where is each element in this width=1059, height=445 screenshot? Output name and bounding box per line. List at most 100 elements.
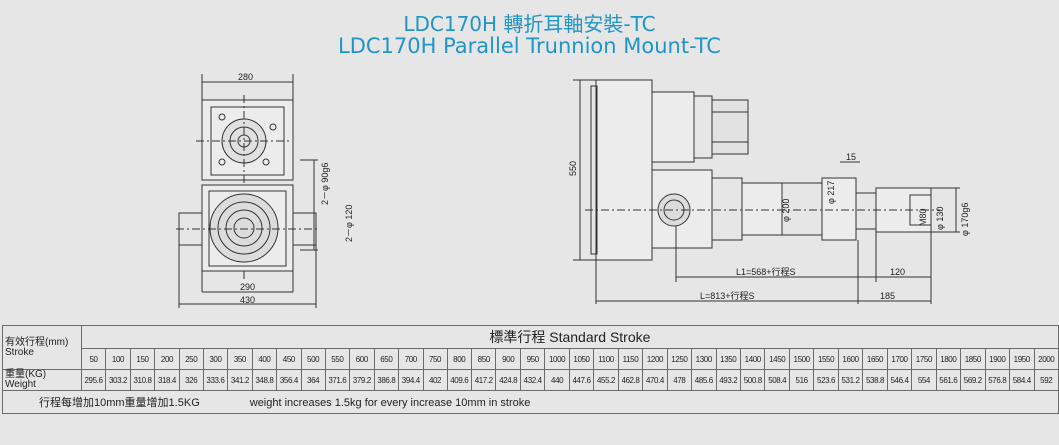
stroke-cell: 500: [300, 348, 326, 370]
weight-cell: 592: [1033, 369, 1059, 391]
dim-120: 2－φ 120: [344, 205, 354, 242]
stroke-cell: 1250: [666, 348, 693, 370]
stroke-cell: 950: [519, 348, 546, 370]
stroke-cell: 50: [80, 348, 107, 370]
weight-cell: 478: [666, 369, 693, 391]
weight-cell: 523.6: [813, 369, 839, 391]
weight-cell: 432.4: [519, 369, 546, 391]
stroke-cell: 300: [202, 348, 229, 370]
weight-cell: 538.8: [862, 369, 888, 391]
stroke-cell: 1550: [813, 348, 839, 370]
weight-cell: 394.4: [398, 369, 424, 391]
weight-cell: 326: [178, 369, 204, 391]
stroke-cell: 2000: [1033, 348, 1059, 370]
dim-280: 280: [238, 72, 253, 82]
stroke-cell: 1200: [642, 348, 668, 370]
weight-cell: 348.8: [251, 369, 278, 391]
stroke-cell: 1600: [837, 348, 864, 370]
weight-cell: 386.8: [373, 369, 400, 391]
weight-cell: 470.4: [642, 369, 668, 391]
dim-shaft-90g6: 2－φ 90g6: [320, 163, 330, 205]
stroke-cell: 750: [422, 348, 448, 370]
stroke-cell: 700: [398, 348, 424, 370]
stroke-cell: 1950: [1009, 348, 1035, 370]
weight-cell: 584.4: [1009, 369, 1035, 391]
weight-cell: 364: [300, 369, 326, 391]
stroke-cell: 150: [129, 348, 156, 370]
stroke-cell: 900: [495, 348, 521, 370]
stroke-cell: 350: [227, 348, 253, 370]
weight-cell: 447.6: [568, 369, 595, 391]
stroke-cell: 1450: [764, 348, 790, 370]
note-cn: 行程每增加10mm重量增加1.5KG: [39, 397, 200, 409]
dim-290: 290: [240, 282, 255, 292]
dim-phi-217: φ 217: [826, 181, 836, 204]
weight-cell: 310.8: [129, 369, 156, 391]
weight-label-cn: 重量(KG): [5, 369, 47, 380]
dim-phi-130: φ 130: [935, 207, 945, 230]
stroke-label-cn: 有效行程(mm): [5, 336, 69, 348]
weight-cell: 402: [422, 369, 448, 391]
dim-430: 430: [240, 295, 255, 305]
weight-cell: 333.6: [202, 369, 229, 391]
weight-cell: 508.4: [764, 369, 790, 391]
front-view: [176, 74, 320, 308]
weight-cell: 546.4: [886, 369, 913, 391]
weight-cell: 493.2: [715, 369, 742, 391]
weight-cell: 417.2: [470, 369, 497, 391]
stroke-cell: 100: [105, 348, 131, 370]
stroke-cell: 400: [251, 348, 278, 370]
stroke-cell: 1100: [593, 348, 619, 370]
note-en: weight increases 1.5kg for every increas…: [249, 397, 531, 409]
stroke-cell: 650: [373, 348, 400, 370]
weight-cell: 295.6: [80, 369, 107, 391]
weight-cell: 356.4: [276, 369, 302, 391]
stroke-cell: 1900: [984, 348, 1011, 370]
stroke-cell: 1000: [544, 348, 570, 370]
weight-cell: 569.2: [960, 369, 986, 391]
weight-cell: 576.8: [984, 369, 1011, 391]
stroke-cell: 1650: [862, 348, 888, 370]
stroke-cell: 200: [154, 348, 180, 370]
stroke-cell: 1800: [935, 348, 962, 370]
stroke-cell: 1850: [960, 348, 986, 370]
dim-550: 550: [568, 161, 578, 176]
side-view: [573, 79, 960, 304]
dim-120-side: 120: [890, 267, 905, 277]
stroke-cell: 1050: [568, 348, 595, 370]
weight-cell: 500.8: [739, 369, 766, 391]
weight-cell: 341.2: [227, 369, 253, 391]
stroke-cell: 1400: [739, 348, 766, 370]
weight-label: 重量(KG) Weight: [2, 369, 82, 391]
stroke-cell: 600: [349, 348, 375, 370]
weight-label-en: Weight: [5, 379, 36, 390]
weight-cell: 485.6: [691, 369, 717, 391]
dim-m80: M80: [918, 208, 928, 226]
dim-l1: L1=568+行程S: [736, 266, 796, 277]
dim-phi-170g6: φ 170g6: [960, 203, 970, 236]
weight-cell: 531.2: [837, 369, 864, 391]
stroke-cell: 850: [470, 348, 497, 370]
dim-15: 15: [846, 152, 856, 162]
weight-cell: 379.2: [349, 369, 375, 391]
weight-note: 行程每增加10mm重量增加1.5KG weight increases 1.5kg…: [2, 390, 1059, 414]
weight-cell: 455.2: [593, 369, 619, 391]
dim-185: 185: [880, 291, 895, 301]
dim-l: L=813+行程S: [700, 290, 755, 301]
weight-cell: 440: [544, 369, 570, 391]
stroke-cell: 1750: [911, 348, 937, 370]
stroke-cell: 1700: [886, 348, 913, 370]
weight-cell: 424.8: [495, 369, 521, 391]
technical-drawing: 280 290 430 2－φ 90g6 2－φ 120: [176, 72, 970, 308]
stroke-label-en: Stroke: [5, 346, 34, 358]
stroke-cell: 450: [276, 348, 302, 370]
weight-cell: 462.8: [617, 369, 644, 391]
weight-cell: 561.6: [935, 369, 962, 391]
stroke-cell: 250: [178, 348, 204, 370]
stroke-cell: 1300: [691, 348, 717, 370]
weight-cell: 303.2: [105, 369, 131, 391]
weight-cell: 516: [788, 369, 815, 391]
